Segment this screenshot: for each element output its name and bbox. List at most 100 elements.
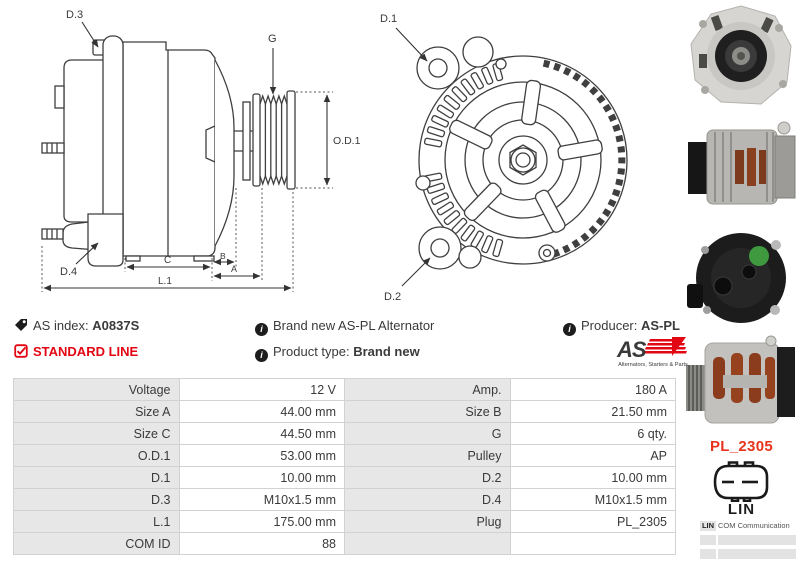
d4-ear [87, 213, 124, 267]
table-row: O.D.1 53.00 mm Pulley AP [13, 444, 676, 467]
top-boss [462, 36, 494, 68]
spec-label-cell: Size B [344, 400, 511, 423]
com-value: COM Communication [718, 521, 796, 531]
info-icon: i [563, 323, 576, 336]
connector-type-label: LIN [727, 501, 756, 518]
spec-label-cell: Amp. [344, 378, 511, 401]
standard-line-badge: STANDARD LINE [14, 344, 138, 360]
spec-value-cell: 88 [178, 532, 345, 555]
label-d1: D.1 [380, 13, 397, 25]
spec-value-cell: 44.00 mm [178, 400, 345, 423]
table-row: Voltage 12 V Amp. 180 A [13, 378, 676, 401]
producer: i Producer: AS-PL [563, 318, 680, 336]
table-row: Size C 44.50 mm G 6 qty. [13, 422, 676, 445]
spec-value-cell: 6 qty. [509, 422, 676, 445]
tag-icon [14, 318, 28, 335]
table-row: D.1 10.00 mm D.2 10.00 mm [13, 466, 676, 489]
info-icon: i [255, 349, 268, 362]
spec-label-cell: D.2 [344, 466, 511, 489]
plug-code: PL_2305 [710, 438, 773, 455]
description-text: Brand new AS-PL Alternator [273, 318, 435, 333]
label-d4: D.4 [60, 266, 77, 278]
label-l1: L.1 [158, 276, 172, 287]
belt-guard-disc [242, 101, 251, 181]
logo-text: AS [616, 337, 647, 362]
terminal-stud-bottom [41, 228, 64, 240]
info-icon: i [255, 323, 268, 336]
spec-label-cell: D.1 [13, 466, 180, 489]
pulley [252, 90, 296, 190]
table-row: COM ID 88 [13, 532, 676, 555]
product-photo-1[interactable] [683, 2, 800, 110]
producer-label: Producer: [581, 318, 638, 333]
com-key: LIN [700, 521, 716, 531]
vent-scallops [542, 59, 626, 261]
spec-value-cell: PL_2305 [509, 510, 676, 533]
com-table: LIN COM Communication [700, 521, 796, 563]
label-a: A [231, 264, 237, 274]
dim-d1-arrow [395, 27, 428, 62]
dim-d3-arrow [81, 21, 99, 48]
logo-tagline: Alternators, Starters & Parts [618, 362, 688, 368]
label-od1: O.D.1 [333, 135, 361, 147]
main-body [122, 41, 216, 257]
as-index-label: AS index: [33, 318, 89, 333]
dim-d2-arrow [401, 257, 431, 287]
label-c: C [164, 255, 171, 266]
standard-line-label: STANDARD LINE [33, 344, 139, 359]
spec-value-cell: M10x1.5 mm [509, 488, 676, 511]
as-index-value: A0837S [92, 318, 140, 333]
checkbox-icon [14, 344, 28, 361]
product-photo-3[interactable] [683, 228, 800, 328]
terminal-stud-top [41, 142, 65, 154]
spec-value-cell: 21.50 mm [509, 400, 676, 423]
product-type-value: Brand new [353, 344, 420, 359]
spec-value-cell: 12 V [178, 378, 345, 401]
rear-tab [54, 85, 65, 109]
dim-d4-arrow [75, 242, 99, 265]
spec-label-cell: L.1 [13, 510, 180, 533]
spec-value-cell: 10.00 mm [509, 466, 676, 489]
spec-value-cell: 53.00 mm [178, 444, 345, 467]
label-d3: D.3 [66, 9, 83, 21]
spec-label-cell: Plug [344, 510, 511, 533]
table-row: Size A 44.00 mm Size B 21.50 mm [13, 400, 676, 423]
spec-label-cell: Voltage [13, 378, 180, 401]
nose-cone [214, 59, 235, 247]
spec-value-cell: M10x1.5 mm [178, 488, 345, 511]
label-g: G [268, 33, 277, 45]
spec-label-cell [344, 532, 511, 555]
spec-value-cell: 175.00 mm [178, 510, 345, 533]
fan-spokes [449, 79, 603, 233]
spec-table: Voltage 12 V Amp. 180 A Size A 44.00 mm … [13, 378, 676, 555]
spec-label-cell: O.D.1 [13, 444, 180, 467]
spec-label-cell: D.3 [13, 488, 180, 511]
spec-label-cell: G [344, 422, 511, 445]
product-photo-4[interactable] [683, 331, 800, 431]
spec-label-cell: Size A [13, 400, 180, 423]
spec-label-cell: Pulley [344, 444, 511, 467]
as-pl-logo: AS Alternators, Starters & Parts [614, 336, 692, 374]
com-table-header-row: LIN COM Communication [700, 521, 796, 531]
label-d2: D.2 [384, 291, 401, 303]
spec-label-cell: COM ID [13, 532, 180, 555]
product-photo-2[interactable] [683, 114, 800, 218]
logo-stripes [643, 337, 687, 356]
com-table-empty-row [700, 549, 796, 559]
spec-value-cell: 180 A [509, 378, 676, 401]
spec-value-cell [509, 532, 676, 555]
producer-value: AS-PL [641, 318, 680, 333]
plug-connector-diagram [712, 460, 770, 503]
as-index: AS index: A0837S [14, 318, 139, 334]
spec-value-cell: 10.00 mm [178, 466, 345, 489]
front-view-technical-drawing: D.1 D.2 [380, 13, 628, 303]
spec-value-cell: AP [509, 444, 676, 467]
spec-value-cell: 44.50 mm [178, 422, 345, 445]
side-view-technical-drawing: D.3 G O.D.1 D.4 C B A L.1 [41, 9, 361, 292]
spec-label-cell: Size C [13, 422, 180, 445]
table-row: L.1 175.00 mm Plug PL_2305 [13, 510, 676, 533]
product-description: i Brand new AS-PL Alternator [255, 318, 435, 336]
spec-label-cell: D.4 [344, 488, 511, 511]
